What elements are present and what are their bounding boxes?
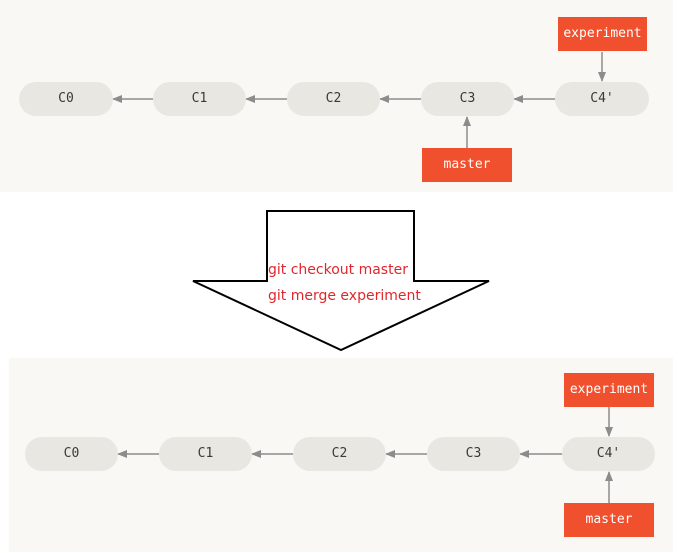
branch-experiment: experiment [564, 373, 654, 407]
commit-c2: C2 [287, 82, 380, 116]
branch-master: master [422, 148, 512, 182]
commit-c0: C0 [25, 437, 118, 471]
after-diagram-panel: C0 C1 C2 C3 C4' experiment master [9, 358, 673, 552]
after-edges [117, 407, 613, 503]
before-diagram-panel: C0 C1 C2 C3 C4' experiment master [0, 0, 673, 192]
commit-c3: C3 [421, 82, 514, 116]
commit-c1: C1 [159, 437, 252, 471]
command-merge: git merge experiment [268, 288, 421, 304]
commit-c4: C4' [555, 82, 649, 116]
commit-c0: C0 [19, 82, 113, 116]
commit-c3: C3 [427, 437, 520, 471]
before-edges [112, 52, 606, 148]
branch-master: master [564, 503, 654, 537]
command-checkout: git checkout master [268, 262, 408, 278]
commit-c1: C1 [153, 82, 246, 116]
commit-c4: C4' [562, 437, 655, 471]
branch-experiment: experiment [558, 17, 647, 51]
commit-c2: C2 [293, 437, 386, 471]
